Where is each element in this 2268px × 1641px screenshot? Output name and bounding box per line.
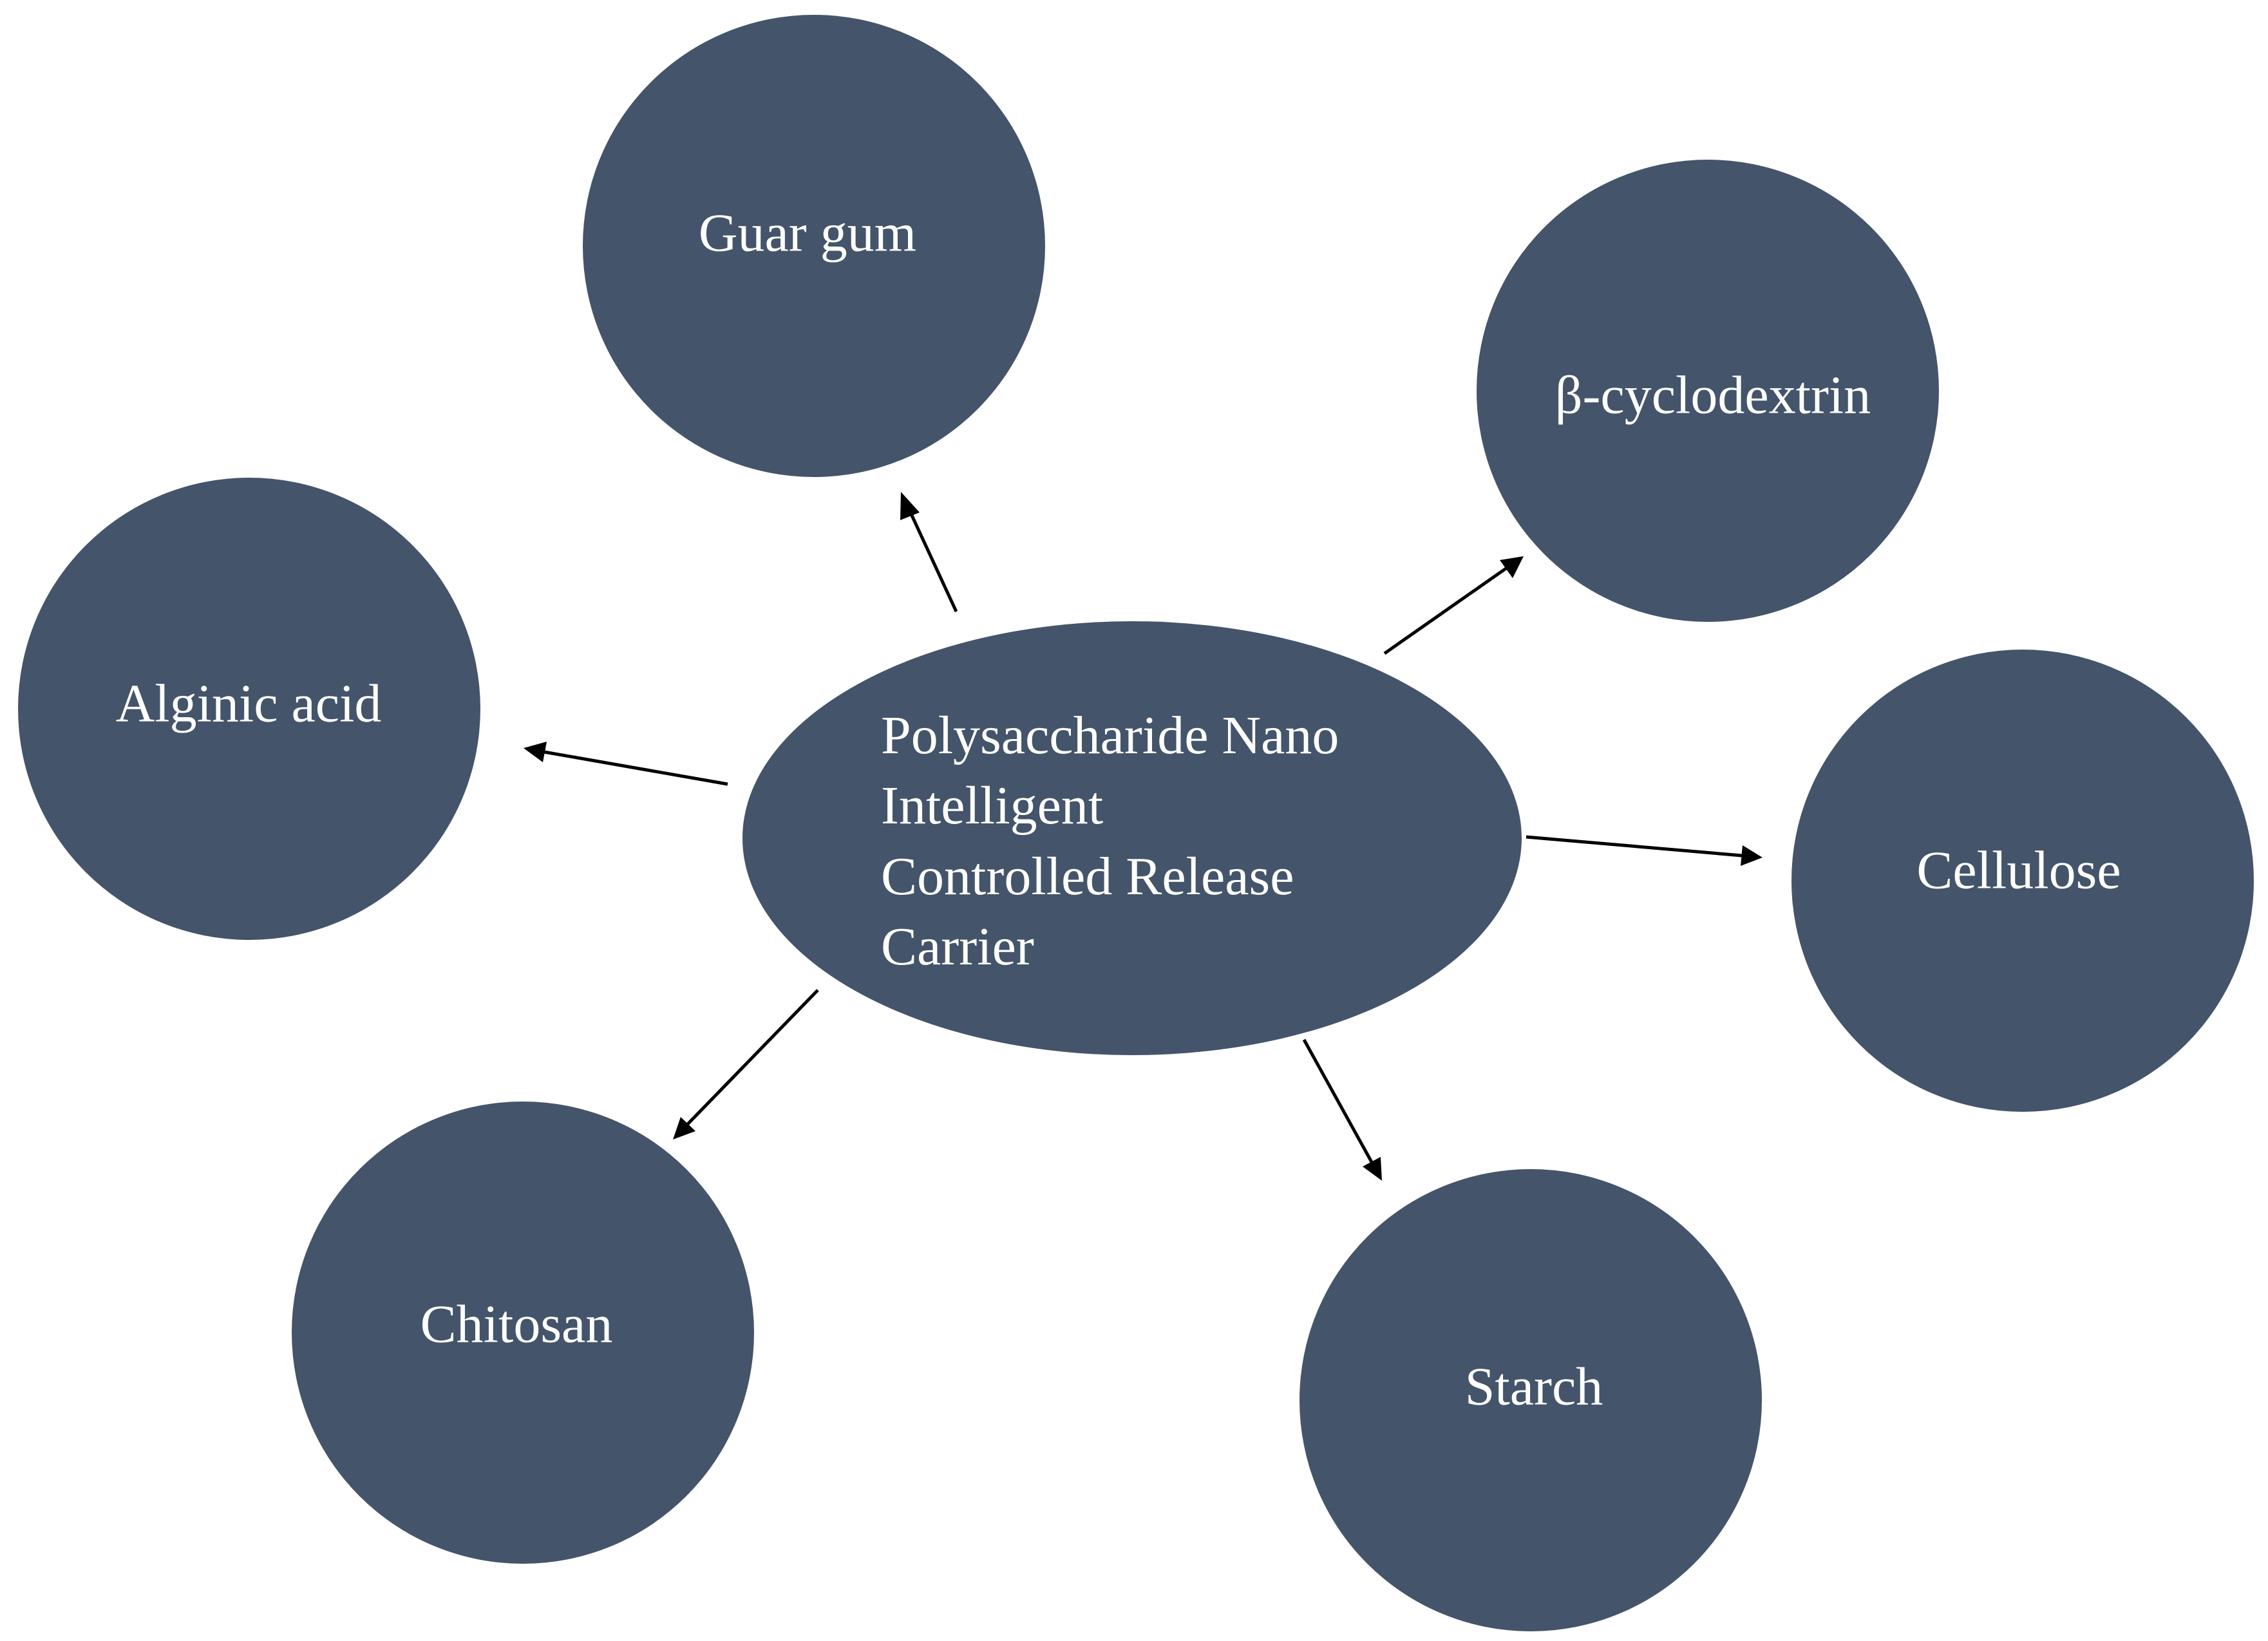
beta-cyclodextrin-label: β-cyclodextrin [1555,365,1871,425]
cellulose-label: Cellulose [1916,840,2121,900]
arrow-to-guar-gum [907,509,958,613]
starch-label: Starch [1465,1356,1603,1416]
guar-gum-circle [583,15,1045,477]
center-label-line-3: Controlled Release [881,847,1294,906]
center-node: Polysaccharide Nano Intelligent Controll… [742,621,1522,1055]
node-cellulose: Cellulose [1791,650,2254,1112]
arrow-to-beta-cyclodextrin [1383,566,1508,655]
center-label: Polysaccharide Nano Intelligent Controll… [881,706,1352,977]
guar-gum-label: Guar gum [699,203,916,263]
node-starch: Starch [1299,1169,1762,1631]
node-chitosan: Chitosan [292,1102,754,1564]
center-ellipse [742,621,1522,1055]
cellulose-circle [1791,650,2254,1112]
arrowhead-guar-gum [900,492,920,520]
alginic-acid-circle [18,478,480,940]
arrow-to-cellulose [1526,835,1743,858]
arrowhead-beta-cyclodextrin [1500,556,1524,578]
connectors [524,492,1762,1181]
starch-circle [1299,1169,1762,1631]
alginic-acid-label: Alginic acid [116,673,382,733]
arrow-to-chitosan [686,989,819,1125]
arrow-to-starch [1302,1038,1374,1163]
center-label-line-4: Carrier [881,917,1034,977]
node-guar-gum: Guar gum [583,15,1045,477]
arrowhead-starch [1363,1157,1382,1181]
node-beta-cyclodextrin: β-cyclodextrin [1477,160,1939,622]
arrowhead-alginic-acid [524,742,547,762]
beta-cyclodextrin-circle [1477,160,1939,622]
arrowhead-cellulose [1741,845,1762,866]
arrow-to-alginic-acid [543,750,728,786]
chitosan-label: Chitosan [421,1294,613,1354]
center-label-line-1: Polysaccharide Nano [881,706,1339,765]
center-label-line-2: Intelligent [881,776,1103,836]
arrowhead-chitosan [673,1117,695,1139]
chitosan-circle [292,1102,754,1564]
node-alginic-acid: Alginic acid [18,478,480,940]
